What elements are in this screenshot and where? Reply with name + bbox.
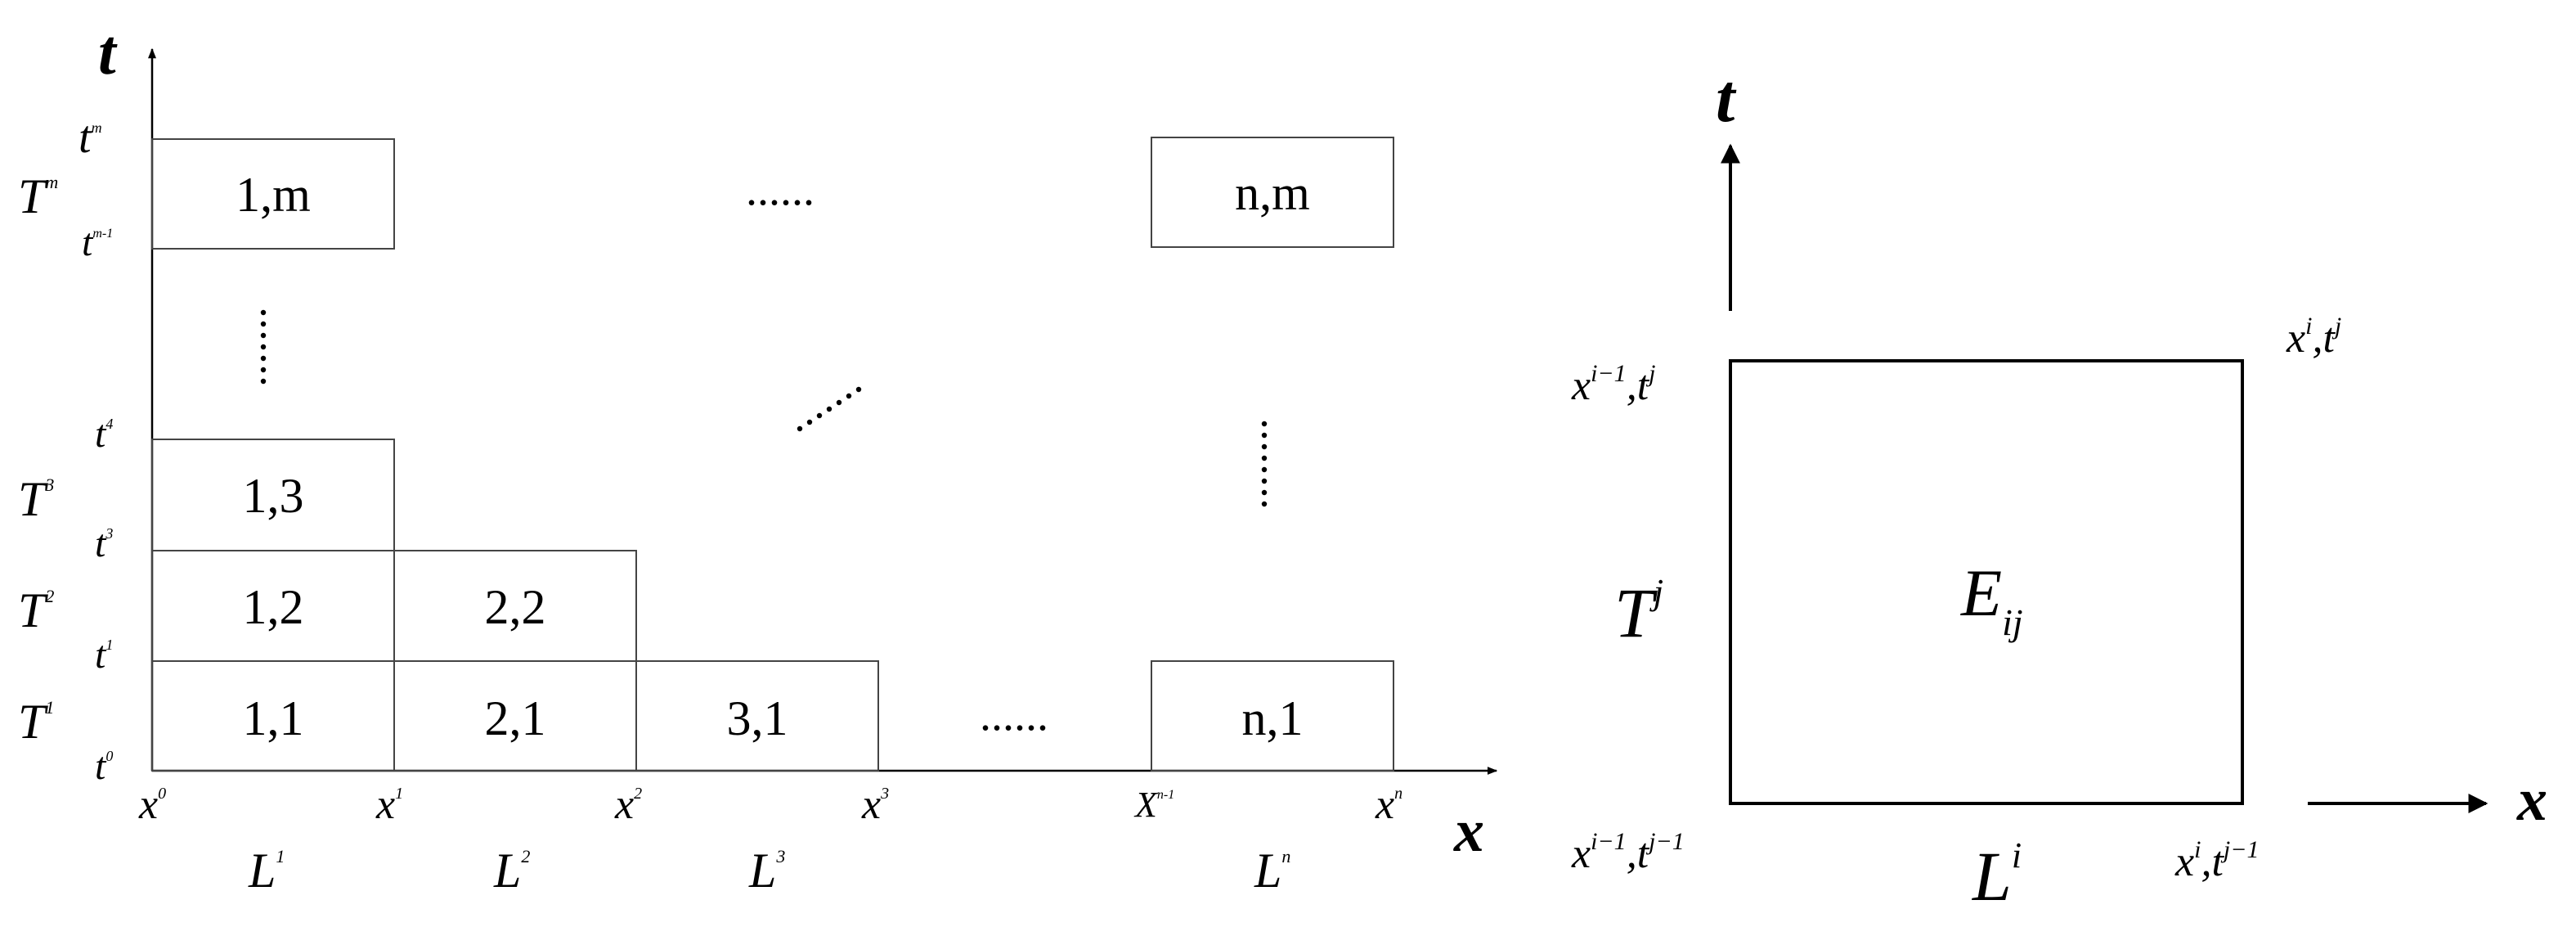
cell-label-n-1: n,1: [1242, 691, 1304, 745]
t-tick-1: t1: [95, 633, 113, 677]
cell-label-1-1: 1,1: [243, 691, 304, 745]
corner-top-right: xi,tj: [2286, 313, 2341, 362]
x-tick-2: x2: [614, 781, 642, 828]
corner-top-left: xi−1,tj: [1571, 360, 1655, 409]
L-label-1: L1: [248, 844, 285, 898]
T-label-m: Tm: [18, 169, 58, 223]
L-label-n: Ln: [1254, 844, 1290, 898]
ellipsis-top-row: ......: [746, 164, 815, 215]
element-rect: [1729, 359, 2244, 805]
mesh-diagram: t x 1,1 2,1 3,1 n,1 1,2 2,2 1,3 1,m n,m: [18, 16, 1498, 898]
vertical-dots-right: [1261, 421, 1268, 507]
element-diagram: t x Eij Tj Li xi−1,tj xi,tj xi−1,tj−1 xi…: [1571, 61, 2547, 916]
diagonal-dots: [797, 386, 862, 432]
cell-label-2-2: 2,2: [485, 580, 546, 634]
vertical-dots-left: [260, 309, 267, 385]
corner-bottom-left: xi−1,tj−1: [1571, 828, 1685, 877]
element-label-L: Li: [1971, 835, 2022, 916]
t-tick-m-1: tm-1: [82, 221, 113, 264]
t-arrow-label: t: [1716, 61, 1737, 137]
cell-rect-1-3: [151, 439, 395, 551]
cell-label-1-m: 1,m: [236, 168, 311, 222]
cell-label-1-2: 1,2: [243, 580, 304, 634]
cell-label-1-3: 1,3: [243, 469, 304, 523]
x-arrow-label: x: [2516, 767, 2547, 834]
cell-label-3-1: 3,1: [727, 691, 788, 745]
cell-rect-n-1: [1151, 660, 1394, 772]
x-tick-n-1: Xn-1: [1133, 785, 1174, 825]
cell-rect-n-m: [1151, 137, 1394, 248]
cell-rect-3-1: [635, 660, 879, 772]
cell-label-2-1: 2,1: [485, 691, 546, 745]
t-tick-0: t0: [95, 745, 113, 788]
element-label-T: Tj: [1614, 572, 1663, 652]
x-axis-title: x: [1453, 798, 1484, 865]
x-tick-3: x3: [861, 781, 889, 828]
x-tick-0: x0: [138, 781, 166, 828]
corner-bottom-right: xi,tj−1: [2174, 836, 2259, 885]
mesh-cells: [151, 137, 1394, 772]
ellipsis-bottom-row: ......: [980, 690, 1048, 740]
element-label-E: Eij: [1960, 556, 2023, 643]
t-tick-3: t3: [95, 522, 113, 565]
T-label-3: T3: [18, 472, 54, 526]
cell-rect-2-2: [393, 550, 637, 662]
cell-rect-1-m: [151, 138, 395, 250]
t-axis-title: t: [98, 16, 118, 88]
T-label-1: T1: [18, 695, 54, 749]
x-tick-n: xn: [1375, 781, 1402, 828]
T-label-2: T2: [18, 583, 54, 637]
t-tick-m: tm: [79, 112, 102, 163]
t-tick-4: t4: [95, 412, 113, 456]
cell-label-n-m: n,m: [1235, 166, 1310, 220]
L-label-2: L2: [493, 844, 530, 898]
L-label-3: L3: [748, 844, 785, 898]
x-tick-1: x1: [375, 781, 403, 828]
